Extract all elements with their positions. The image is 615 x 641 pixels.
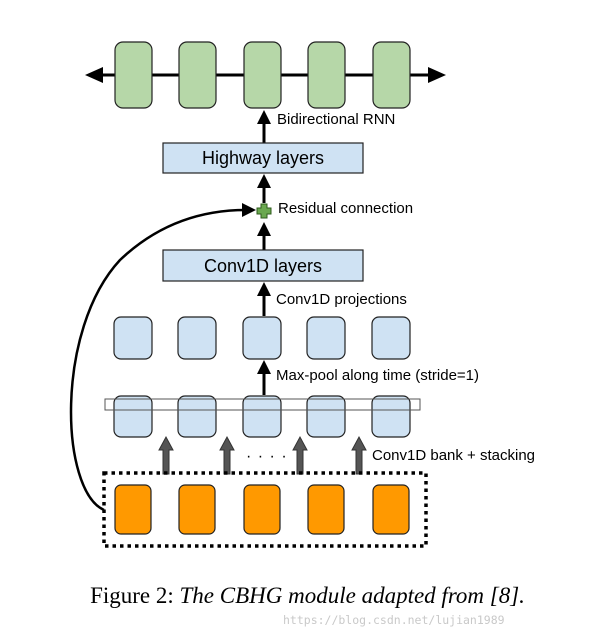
figure-caption: Figure 2: The CBHG module adapted from [… xyxy=(0,583,615,609)
conv1d-layers-box xyxy=(162,249,364,282)
rnn-cell xyxy=(178,41,217,109)
maxpool-label: Max-pool along time (stride=1) xyxy=(276,367,479,384)
bank-cell xyxy=(113,395,153,438)
bank-cell xyxy=(242,395,282,438)
highway-layers-label: Highway layers xyxy=(202,148,324,168)
arrow-highway-to-rnn xyxy=(257,110,271,143)
arrow-residual-to-highway xyxy=(257,174,271,203)
input-cell xyxy=(243,484,281,535)
caption-prefix: Figure 2: xyxy=(90,583,180,608)
pooled-cell xyxy=(242,316,282,360)
bank-up-arrow xyxy=(351,435,367,475)
input-cell xyxy=(372,484,410,535)
residual-connection-label: Residual connection xyxy=(278,200,413,217)
watermark: https://blog.csdn.net/lujian1989 xyxy=(283,613,505,627)
rnn-cells xyxy=(114,41,411,109)
input-cell xyxy=(114,484,152,535)
conv1d-layers-label: Conv1D layers xyxy=(204,256,322,276)
ellipsis-dots: · · · · xyxy=(246,448,288,465)
pooled-cells xyxy=(113,316,411,360)
bank-cell xyxy=(371,395,411,438)
rnn-cell xyxy=(243,41,282,109)
residual-plus-icon xyxy=(256,203,272,219)
stacking-frame xyxy=(104,398,421,411)
rnn-cell xyxy=(114,41,153,109)
residual-curve-arrow xyxy=(69,203,256,512)
input-cell xyxy=(178,484,216,535)
caption-title: The CBHG module adapted from [8]. xyxy=(179,583,525,608)
conv1d-bank-label: Conv1D bank + stacking xyxy=(372,447,535,464)
bank-up-arrow xyxy=(158,435,174,475)
input-cell xyxy=(307,484,345,535)
bank-up-arrow xyxy=(219,435,235,475)
pooled-cell xyxy=(371,316,411,360)
arrow-bank-to-pool xyxy=(257,360,271,395)
arrow-conv-to-residual xyxy=(257,222,271,250)
arrow-pool-to-conv xyxy=(257,282,271,316)
pooled-cell xyxy=(177,316,217,360)
bank-cell xyxy=(306,395,346,438)
conv1d-projections-label: Conv1D projections xyxy=(276,291,407,308)
bank-cells xyxy=(113,395,411,438)
pooled-cell xyxy=(306,316,346,360)
bank-cell xyxy=(177,395,217,438)
bank-up-arrow xyxy=(292,435,308,475)
pooled-cell xyxy=(113,316,153,360)
input-cells xyxy=(114,484,410,535)
bank-arrows xyxy=(158,435,367,475)
rnn-cell xyxy=(372,41,411,109)
rnn-cell xyxy=(307,41,346,109)
highway-layers-box xyxy=(162,142,364,174)
bidirectional-rnn-label: Bidirectional RNN xyxy=(277,111,395,128)
